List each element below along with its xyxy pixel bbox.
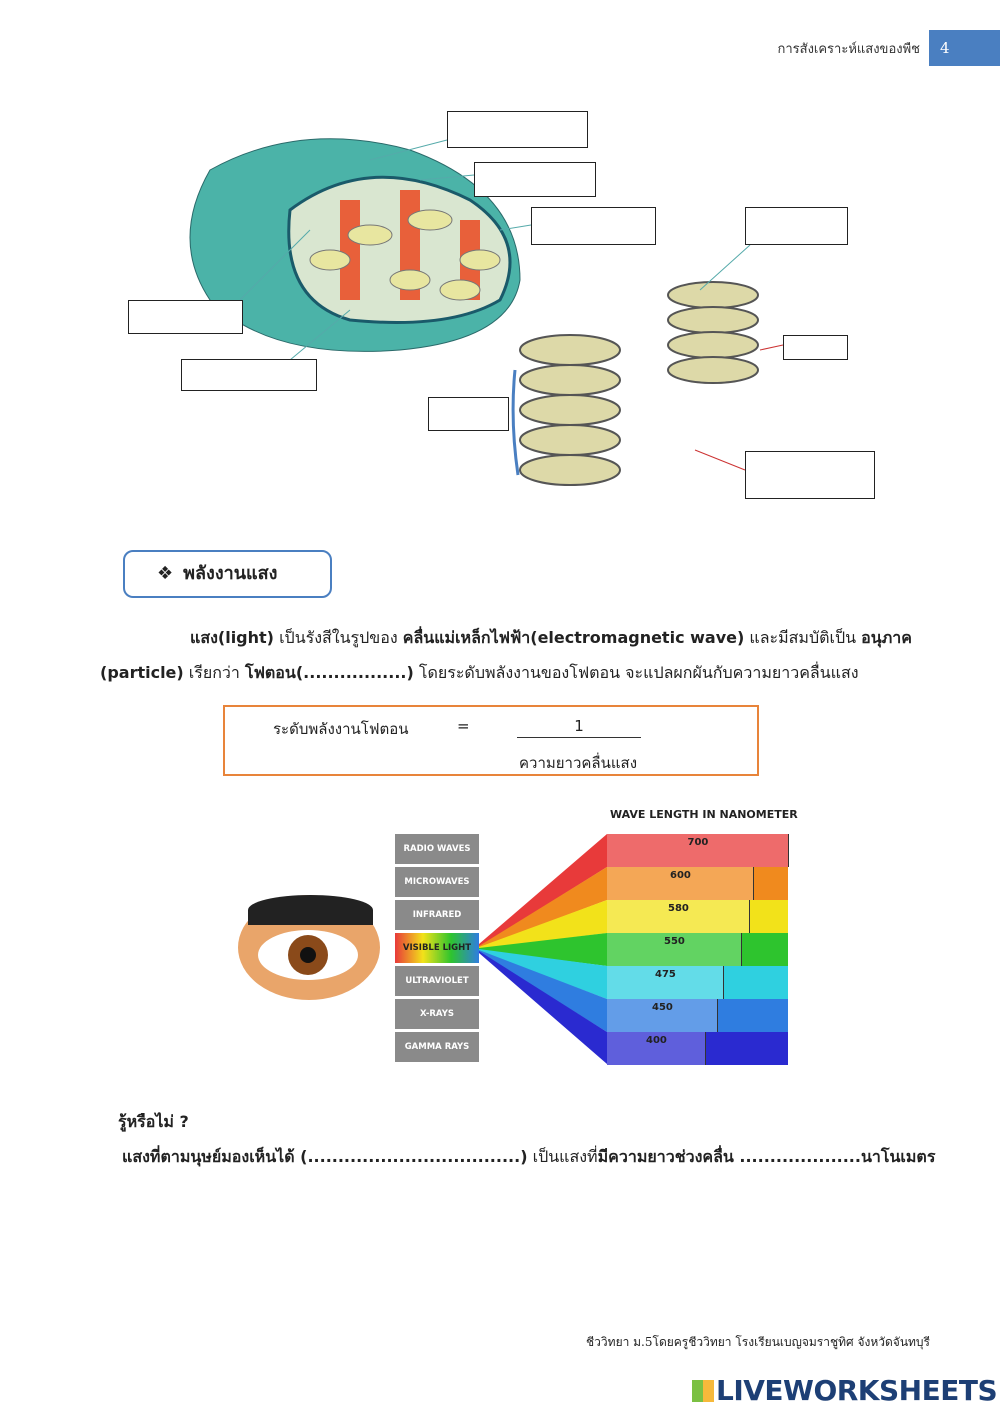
paragraph-line-1: แสง(light) เป็นรังสีในรูปของ คลื่นแม่เหล…	[100, 621, 930, 655]
logo-text: LIVEWORKSHEETS	[716, 1374, 998, 1407]
section-heading: ❖ พลังงานแสง	[123, 550, 332, 598]
answer-box-8[interactable]	[428, 397, 512, 432]
term-photon: โฟตอน(.................)	[244, 663, 414, 682]
question-part-2: เป็นแสงที่	[527, 1147, 598, 1166]
wavelength-band: 550	[607, 933, 788, 966]
wavelength-band: 700	[607, 834, 789, 867]
section-title: พลังงานแสง	[183, 563, 278, 584]
formula-denominator: ความยาวคลื่นแสง	[519, 754, 638, 772]
did-you-know-question: แสงที่ตามนุษย์มองเห็นได้ (..............…	[122, 1145, 935, 1170]
answer-box-9[interactable]	[745, 451, 878, 500]
text: และมีสมบัติเป็น	[744, 628, 862, 647]
wavelength-band: 580	[607, 900, 788, 933]
wavelength-label: 400	[646, 1035, 667, 1046]
spectrum-type-visible-light: VISIBLE LIGHT	[395, 933, 479, 963]
answer-box-4[interactable]	[745, 207, 851, 246]
wavelength-label: 550	[664, 936, 685, 947]
spectrum-type-gamma-rays: GAMMA RAYS	[395, 1032, 479, 1062]
wavelength-band: 450	[607, 999, 788, 1032]
spectrum-type-microwaves: MICROWAVES	[395, 867, 479, 897]
term-light: แสง(light)	[190, 628, 274, 647]
answer-box-7[interactable]	[783, 335, 851, 361]
wavelength-bar	[607, 933, 742, 966]
answer-box-2[interactable]	[474, 162, 599, 198]
term-particle-en: (particle)	[100, 663, 184, 682]
wavelength-label: 580	[668, 903, 689, 914]
live-logo-icon	[692, 1380, 714, 1402]
spectrum-type-infrared: INFRARED	[395, 900, 479, 930]
liveworksheets-logo: LIVEWORKSHEETS	[692, 1374, 998, 1407]
spectrum-type-ultraviolet: ULTRAVIOLET	[395, 966, 479, 996]
header-title: การสังเคราะห์แสงของพืช	[777, 42, 920, 57]
wavelength-band: 400	[607, 1032, 788, 1065]
paragraph-line-2: (particle) เรียกว่า โฟตอน(..............…	[100, 656, 930, 690]
light-prism-rays	[479, 834, 607, 1064]
did-you-know-title: รู้หรือไม่ ?	[118, 1112, 189, 1131]
wavelength-bar	[607, 966, 724, 999]
formula-box: ระดับพลังงานโฟตอน = 1 ความยาวคลื่นแสง	[223, 705, 759, 776]
question-part-1: แสงที่ตามนุษย์มองเห็นได้ (..............…	[122, 1147, 528, 1166]
text: โดยระดับพลังงานของโฟตอน จะแปลผกผันกับควา…	[413, 663, 859, 682]
answer-input-8[interactable]	[429, 398, 512, 432]
wavelength-label: 450	[652, 1002, 673, 1013]
answer-input-6[interactable]	[182, 360, 320, 392]
answer-input-9[interactable]	[746, 452, 878, 500]
answer-input-2[interactable]	[475, 163, 599, 198]
formula-numerator: 1	[517, 717, 641, 738]
text: เรียกว่า	[183, 663, 245, 682]
wavelength-label: 475	[655, 969, 676, 980]
answer-box-5[interactable]	[128, 300, 246, 335]
answer-box-1[interactable]	[447, 111, 591, 149]
wavelength-band: 600	[607, 867, 788, 900]
answer-input-5[interactable]	[129, 301, 246, 335]
page-number: 4	[929, 30, 1000, 66]
wavelength-label: 700	[687, 837, 709, 848]
wavelength-bar	[607, 834, 789, 867]
chloroplast-diagram	[189, 138, 784, 486]
answer-input-7[interactable]	[784, 336, 851, 361]
wavelength-bar	[607, 900, 750, 933]
answer-box-6[interactable]	[181, 359, 320, 392]
wavelength-label: 600	[670, 870, 691, 881]
answer-box-3[interactable]	[531, 207, 659, 246]
answer-input-3[interactable]	[532, 208, 659, 246]
wavelength-bar	[607, 1032, 706, 1065]
wavelength-band: 475	[607, 966, 788, 999]
footer-credit: ชีววิทยา ม.5โดยครูชีววิทยา โรงเรียนเบญจม…	[586, 1335, 930, 1349]
eye-illustration	[238, 895, 380, 1000]
formula-lhs: ระดับพลังงานโฟตอน	[273, 720, 409, 738]
term-em-wave: คลื่นแม่เหล็กไฟฟ้า(electromagnetic wave)	[402, 628, 745, 647]
answer-input-4[interactable]	[746, 208, 851, 246]
spectrum-type-x-rays: X-RAYS	[395, 999, 479, 1029]
wavelength-bar	[607, 999, 718, 1032]
wavelength-bar	[607, 867, 754, 900]
spectrum-type-radio-waves: RADIO WAVES	[395, 834, 479, 864]
formula-equals: =	[457, 717, 470, 735]
diamond-bullet-icon: ❖	[157, 563, 174, 584]
question-part-3: มีความยาวช่วงคลื่น ....................น…	[597, 1147, 936, 1166]
text: เป็นรังสีในรูปของ	[273, 628, 403, 647]
spectrum-title: WAVE LENGTH IN NANOMETER	[610, 808, 798, 821]
answer-input-1[interactable]	[448, 112, 591, 149]
term-particle: อนุภาค	[861, 628, 912, 647]
